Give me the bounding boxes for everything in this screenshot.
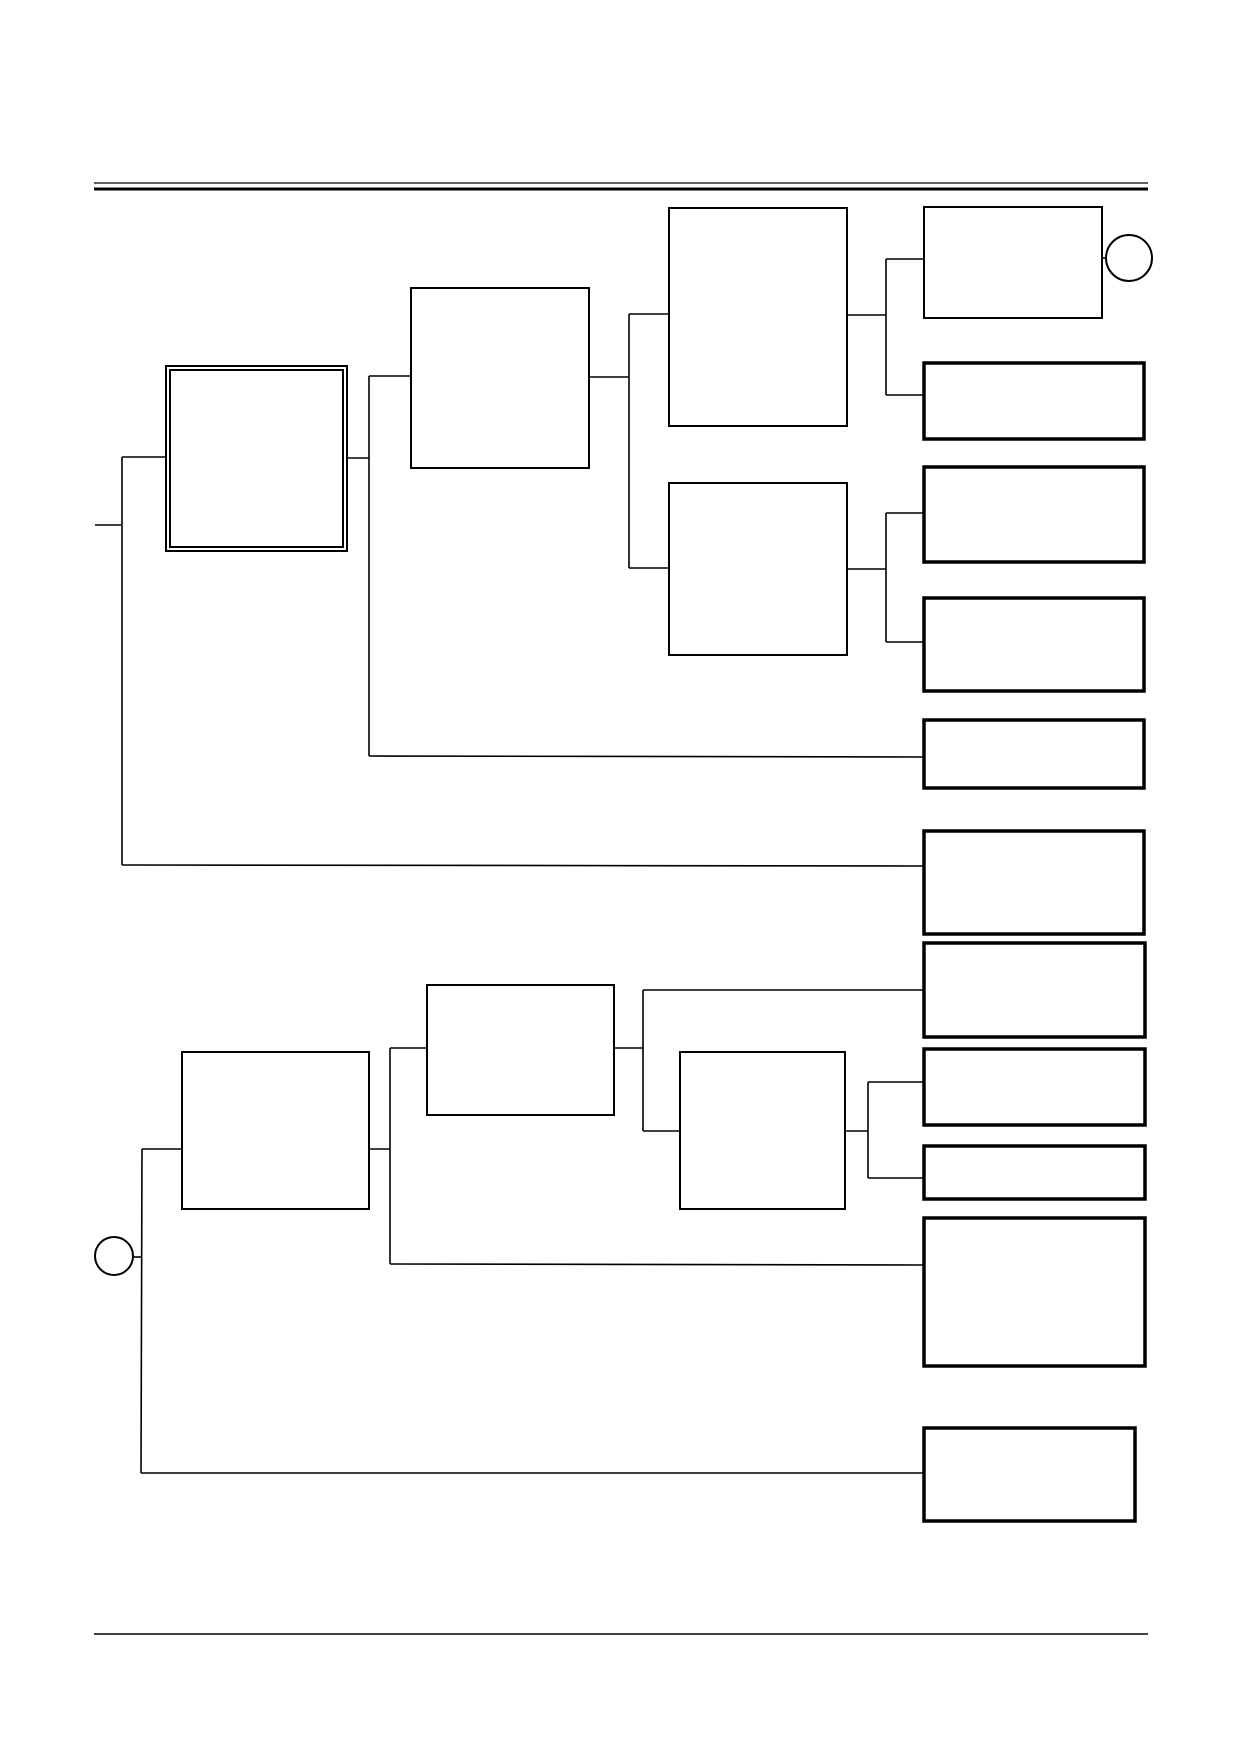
lower-result-box-4 <box>922 1216 1147 1368</box>
result-box-5 <box>922 718 1146 790</box>
level3-box-upper <box>668 207 848 427</box>
lower-result-box-1 <box>922 941 1147 1039</box>
header-rule <box>94 182 1148 191</box>
root-box <box>165 365 348 552</box>
result-box-2 <box>922 361 1146 441</box>
lower-result-box-3 <box>922 1144 1147 1201</box>
upper-tree <box>95 206 1153 936</box>
lower-connectors <box>133 989 925 1474</box>
lower-level2-box <box>426 984 615 1116</box>
circle-connector-top <box>1105 234 1153 282</box>
level2-box <box>410 287 590 469</box>
level3-box-lower <box>668 482 848 656</box>
upper-connectors <box>121 257 1106 867</box>
circle-connector-bottom <box>94 1236 134 1276</box>
lower-tree <box>94 941 1147 1523</box>
lower-level3-box <box>679 1051 846 1210</box>
lower-result-box-2 <box>922 1047 1147 1127</box>
result-box-6 <box>922 829 1146 936</box>
lower-result-box-5 <box>922 1426 1137 1523</box>
result-box-4 <box>922 596 1146 693</box>
result-box-3 <box>922 465 1146 564</box>
lower-root-box <box>181 1051 370 1210</box>
result-box-1 <box>923 206 1103 319</box>
